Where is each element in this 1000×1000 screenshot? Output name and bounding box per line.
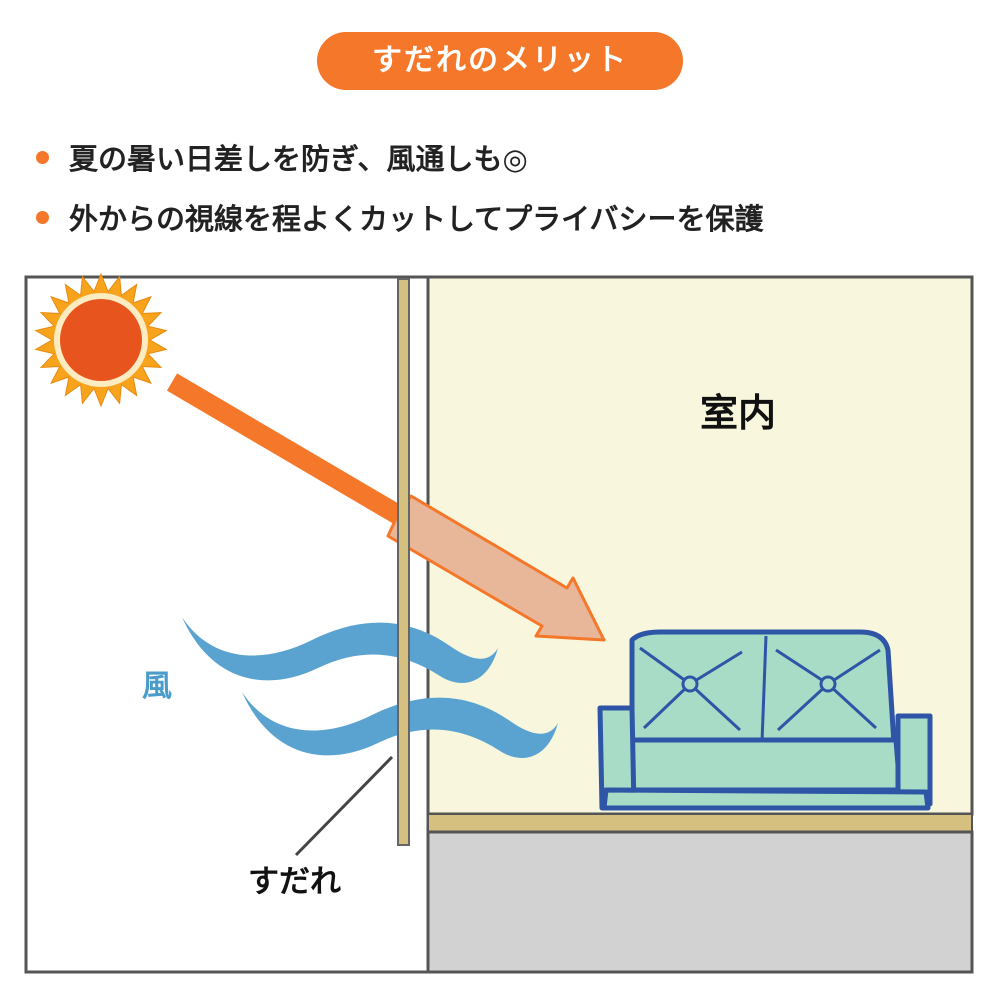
bullet-text-2: 外からの視線を程よくカットしてプライバシーを保護: [69, 202, 764, 236]
sudare-blind: [397, 278, 410, 846]
filtered-sunlight-arrow: [386, 494, 606, 642]
room-floorboard: [427, 813, 973, 833]
bullet-text-1: 夏の暑い日差しを防ぎ、風通しも◎: [69, 142, 528, 176]
bullet-dot-icon: [36, 210, 49, 224]
sofa-icon: [597, 629, 933, 811]
floor-foundation: [426, 830, 974, 974]
wind-label: 風: [142, 669, 172, 704]
bullet-item-1: 夏の暑い日差しを防ぎ、風通しも◎: [36, 137, 528, 177]
sudare-label: すだれ: [248, 864, 341, 900]
bullet-item-2: 外からの視線を程よくカットしてプライバシーを保護: [36, 197, 764, 237]
sunlight-arrow: [166, 373, 406, 525]
title-badge: すだれのメリット: [317, 32, 683, 90]
room-label: 室内: [700, 391, 777, 435]
sudare-pointer-line: [294, 755, 394, 857]
sun-icon: [34, 272, 168, 408]
bullet-dot-icon: [36, 150, 49, 164]
